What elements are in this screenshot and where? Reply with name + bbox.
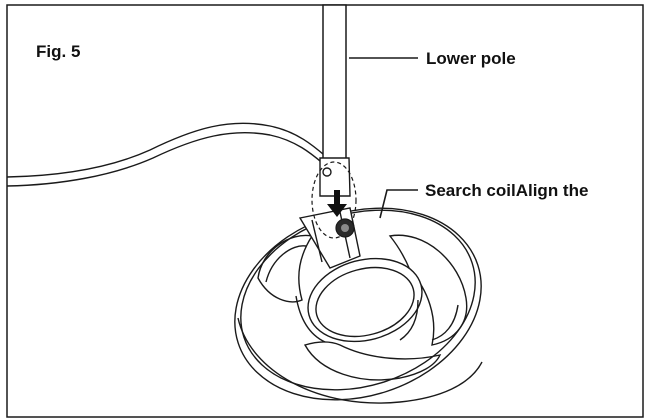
- alignment-highlight: [311, 161, 357, 239]
- coil-bolt-icon: [335, 218, 355, 238]
- lower-pole-label: Lower pole: [426, 49, 516, 68]
- cable: [6, 122, 331, 187]
- search-coil: [234, 207, 483, 404]
- search-coil-callout-line: [379, 189, 418, 219]
- lower-pole: [322, 4, 347, 161]
- figure-number: Fig. 5: [36, 42, 81, 61]
- pole-knuckle: [319, 157, 351, 197]
- search-coil-label: Search coilAlign the: [425, 181, 589, 200]
- down-arrow-icon: [327, 190, 347, 217]
